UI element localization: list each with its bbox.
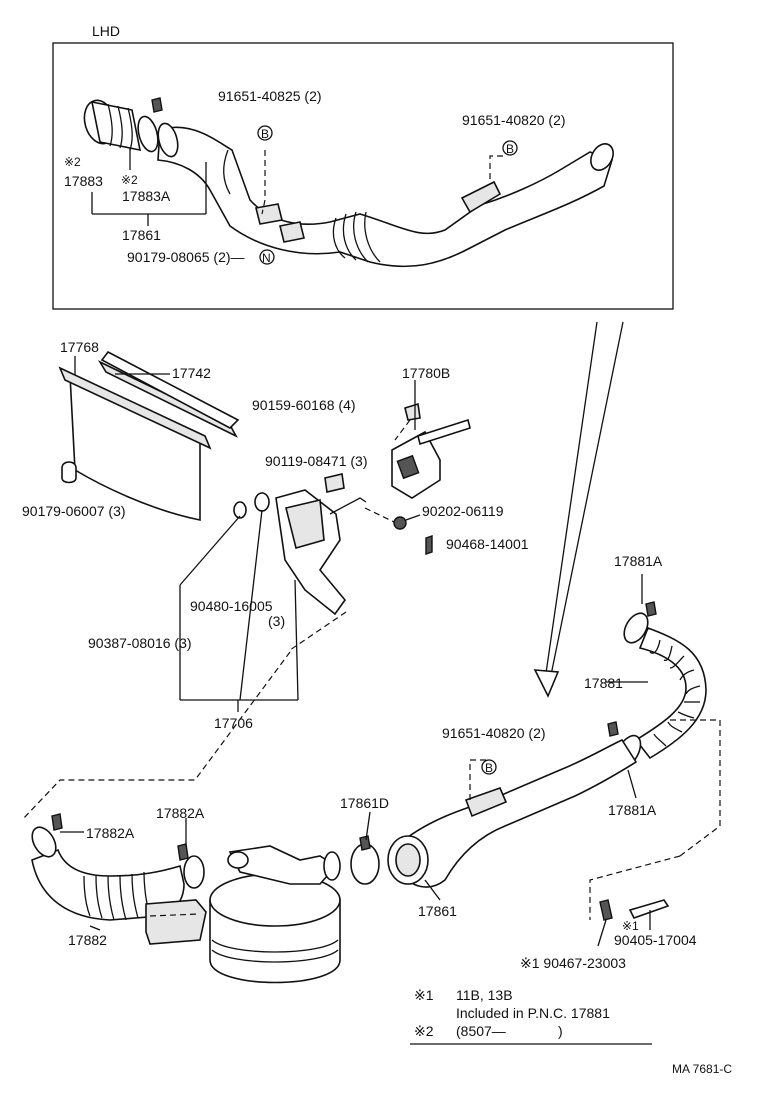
air-cleaner [145, 845, 341, 984]
label-90468-14001: 90468-14001 [446, 536, 529, 552]
label-17861D: 17861D [340, 795, 389, 811]
hose-17882: 17882A 17882 [31, 813, 185, 948]
note1-mark: ※1 [414, 987, 434, 1003]
svg-text:B: B [485, 761, 493, 775]
reference-arrows [533, 321, 624, 698]
label-17881A-top: 17881A [614, 553, 663, 569]
inset-boot-17883 [83, 99, 142, 152]
label-90467-23003: ※1 90467-23003 [520, 955, 626, 971]
label-17881A-bot: 17881A [608, 802, 657, 818]
label-90480-16005: 90480-16005 [190, 598, 273, 614]
label-17706: 17706 [214, 715, 253, 731]
label-90179-08065: 90179-08065 (2)— [127, 249, 245, 265]
circled-n-icon: N [259, 249, 275, 265]
label-17882: 17882 [68, 932, 107, 948]
svg-text:B: B [261, 127, 269, 141]
label-17881: 17881 [584, 675, 623, 691]
label-17780B: 17780B [402, 365, 450, 381]
svg-text:B: B [506, 142, 514, 156]
mark1-small: ※1 [622, 919, 639, 933]
inset-intake-pipe [157, 126, 614, 268]
panel-17768-17742: 17768 17742 90179-06007 (3) [22, 339, 240, 521]
hose-17881: 17881A 17881 [584, 553, 707, 760]
label-17883A: 17883A [122, 188, 171, 204]
circled-b-icon: B [502, 140, 518, 156]
clamp-17882A-mid: 17882A [156, 805, 205, 889]
pipe-17861-lower: 91651-40820 (2) B 17861 [387, 725, 638, 919]
label-17882A-left: 17882A [86, 825, 135, 841]
svg-text:N: N [262, 251, 271, 265]
label-90179-06007: 90179-06007 (3) [22, 503, 126, 519]
note1-line2: Included in P.N.C. 17881 [456, 1005, 610, 1021]
footnotes: ※1 11B, 13B Included in P.N.C. 17881 ※2 … [410, 987, 652, 1045]
label-91651-40820-bot: 91651-40820 (2) [442, 725, 546, 741]
inset-clamp-17883A [137, 97, 179, 158]
circled-b-icon: B [257, 125, 273, 141]
label-17883: 17883 [64, 173, 103, 189]
resonator-17706: 90480-16005 (3) 90387-08016 (3) 17706 [88, 489, 367, 731]
lhd-inset: LHD [52, 23, 674, 310]
bracket-17780B: 17780B 90159-60168 (4) 90119-08471 (3) 9… [252, 365, 529, 555]
label-91651-40825: 91651-40825 (2) [218, 88, 322, 104]
label-17861-top: 17861 [122, 227, 161, 243]
note2-close: ) [558, 1023, 563, 1039]
label-90159-60168: 90159-60168 (4) [252, 397, 356, 413]
label-17742: 17742 [172, 365, 211, 381]
note2-text: (8507— [456, 1023, 506, 1039]
label-17768: 17768 [60, 339, 99, 355]
label-90387-08016: 90387-08016 (3) [88, 635, 192, 651]
label-90405-17004: 90405-17004 [614, 932, 697, 948]
label-17861-bot: 17861 [418, 903, 457, 919]
inset-frame [52, 42, 674, 310]
mark2-b: ※2 [121, 173, 138, 187]
clamp-17861D: 17861D [340, 795, 389, 885]
note1-line1: 11B, 13B [456, 987, 513, 1003]
label-90202-06119: 90202-06119 [422, 503, 504, 519]
note2-mark: ※2 [414, 1023, 434, 1039]
circled-b-icon: B [481, 759, 497, 775]
label-90119-08471: 90119-08471 (3) [265, 453, 367, 469]
label-90480-qty: (3) [268, 613, 285, 629]
bolt-90405-90467: ※1 90405-17004 ※1 90467-23003 [520, 899, 697, 971]
mark2-a: ※2 [64, 155, 81, 169]
label-17882A-mid: 17882A [156, 805, 205, 821]
inset-label: LHD [92, 23, 120, 39]
footer-code: MA 7681-C [672, 1062, 732, 1076]
label-91651-40820-top: 91651-40820 (2) [462, 112, 566, 128]
